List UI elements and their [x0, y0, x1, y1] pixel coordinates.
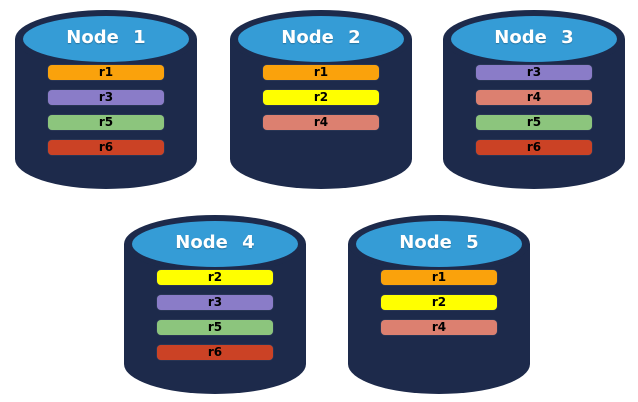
- node-1: Node 1 r1 r3 r5 r6: [12, 8, 200, 192]
- node-title: Node 3: [494, 27, 574, 48]
- replica-bar: r3: [48, 90, 164, 105]
- replica-bar: r2: [381, 295, 497, 310]
- replica-bar: r2: [157, 270, 273, 285]
- node-title: Node 1: [66, 27, 146, 48]
- node-title: Node 4: [175, 232, 255, 253]
- replica-bar: r1: [381, 270, 497, 285]
- node-4: Node 4 r2 r3 r5 r6: [121, 213, 309, 397]
- replica-bar: r5: [157, 320, 273, 335]
- node-title: Node 2: [281, 27, 361, 48]
- node-5: Node 5 r1 r2 r4: [345, 213, 533, 397]
- replica-bar: r3: [157, 295, 273, 310]
- replica-bar: r4: [263, 115, 379, 130]
- replica-bar-stack: r1 r3 r5 r6: [12, 65, 200, 155]
- replica-bar: r2: [263, 90, 379, 105]
- replica-bar: r4: [476, 90, 592, 105]
- replica-bar: r6: [157, 345, 273, 360]
- replica-bar: r4: [381, 320, 497, 335]
- replica-bar: r1: [263, 65, 379, 80]
- replica-bar: r6: [48, 140, 164, 155]
- replica-bar-stack: r1 r2 r4: [345, 270, 533, 335]
- replica-bar: r6: [476, 140, 592, 155]
- replica-bar-stack: r3 r4 r5 r6: [440, 65, 628, 155]
- replica-bar-stack: r1 r2 r4: [227, 65, 415, 130]
- node-2: Node 2 r1 r2 r4: [227, 8, 415, 192]
- node-3: Node 3 r3 r4 r5 r6: [440, 8, 628, 192]
- replica-bar: r1: [48, 65, 164, 80]
- node-title: Node 5: [399, 232, 479, 253]
- replica-bar: r5: [48, 115, 164, 130]
- replica-bar-stack: r2 r3 r5 r6: [121, 270, 309, 360]
- replica-bar: r3: [476, 65, 592, 80]
- replica-bar: r5: [476, 115, 592, 130]
